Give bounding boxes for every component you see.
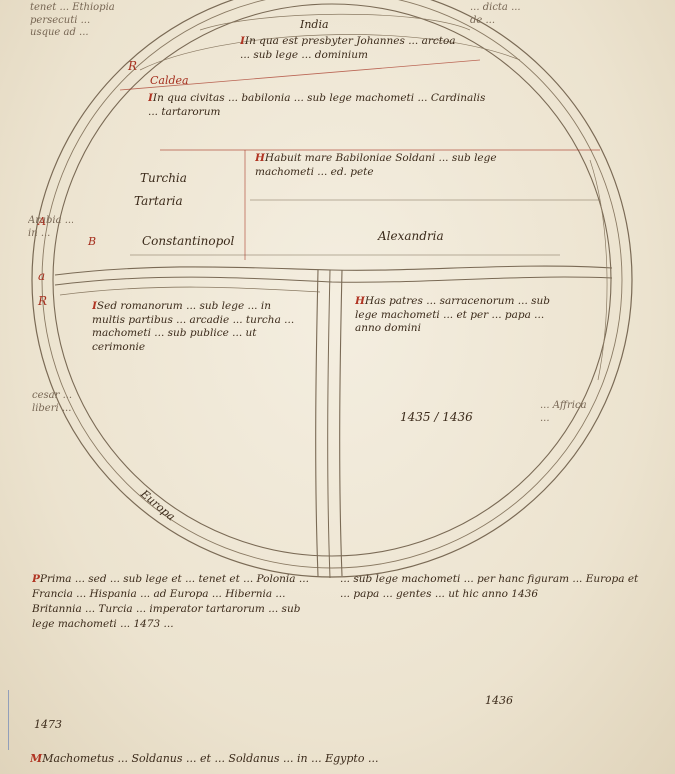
region-label-constantinopol: Constantinopol — [142, 234, 235, 248]
caption-india: IIn qua est presbyter Johannes ... arcto… — [240, 35, 456, 61]
caption-soldanus: HHabuit mare Babiloniae Soldani ... sub … — [255, 152, 497, 178]
svg-text:B: B — [87, 235, 96, 248]
map-t-horizontal — [54, 265, 613, 276]
svg-text:a: a — [38, 269, 45, 283]
map-outer-circle — [31, 0, 633, 578]
region-label-caldea: Caldea — [150, 74, 189, 87]
left-margin-text-top: tenet ... Ethiopia persecuti ... usque a… — [30, 2, 115, 38]
bottom-last-line: MMachometus ... Soldanus ... et ... Sold… — [30, 752, 379, 765]
map-middle-circle — [41, 0, 623, 569]
caption-year: 1435 / 1436 — [400, 410, 473, 424]
year-left: 1473 — [34, 718, 62, 731]
bottom-right-paragraph: ... sub lege machometi ... per hanc figu… — [340, 573, 639, 600]
svg-text:A: A — [37, 215, 46, 228]
svg-text:R: R — [37, 294, 47, 308]
svg-text:R: R — [127, 59, 137, 73]
region-label-turchia: Turchia — [140, 171, 187, 185]
map-t-vertical — [315, 269, 319, 577]
region-label-tartaria: Tartaria — [134, 194, 183, 208]
region-label-alexandria: Alexandria — [377, 229, 444, 243]
region-label-europa: Europa — [137, 487, 177, 524]
year-right: 1436 — [485, 694, 513, 707]
region-label-india: India — [299, 18, 329, 31]
right-margin-text-mid: ... Affrica ... — [540, 400, 587, 424]
left-margin-text-low: cesar ... liberi ... — [32, 390, 73, 414]
caption-africa: HHas patres ... sarracenorum ... sub leg… — [355, 295, 550, 334]
map-inner-circle — [52, 3, 612, 557]
bottom-left-paragraph: PPrima ... sed ... sub lege et ... tenet… — [32, 573, 309, 630]
caption-europa: ISed romanorum ... sub lege ... in multi… — [92, 300, 295, 353]
margin-rule-mark — [8, 690, 9, 750]
caption-caldea: IIn qua civitas ... babilonia ... sub le… — [148, 92, 486, 118]
